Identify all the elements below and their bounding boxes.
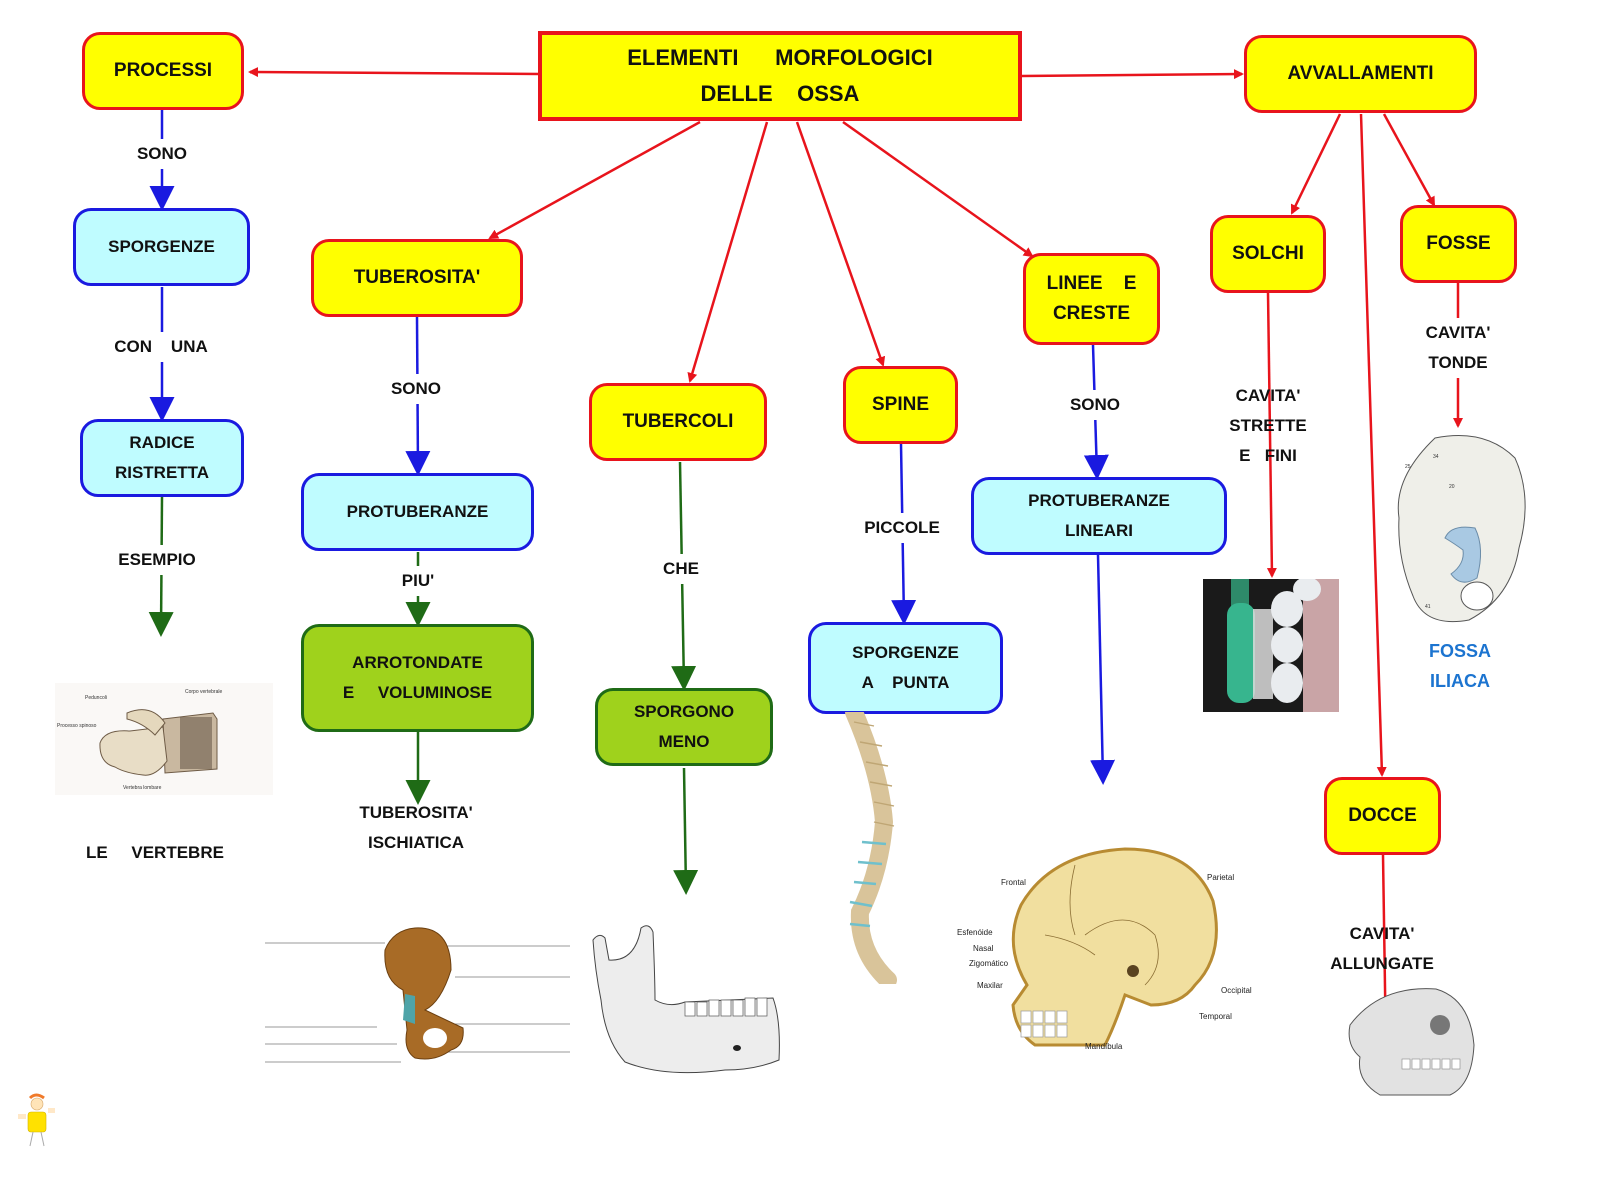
link-title-avvallamenti <box>1021 69 1244 80</box>
mandible-image <box>592 925 780 1074</box>
node-linee-label-2: CRESTE <box>1052 303 1131 324</box>
vertebra-image: Peduncoli Corpo vertebrale Processo spin… <box>55 683 273 795</box>
svg-text:Corpo vertebrale: Corpo vertebrale <box>185 689 222 695</box>
link-label-esempio: ESEMPIO <box>116 545 198 575</box>
link-label-sono: SONO <box>1067 390 1123 420</box>
svg-text:Esfenóide: Esfenóide <box>957 928 993 937</box>
node-protuberanze-lineari-label-2: LINEARI <box>1065 521 1133 540</box>
svg-text:20: 20 <box>1449 484 1455 490</box>
link-title-processi <box>248 67 541 78</box>
node-radice-ristretta[interactable]: RADICE RISTRETTA <box>80 419 244 497</box>
node-tuberosita-label: TUBEROSITA' <box>353 267 481 288</box>
node-solchi-label: SOLCHI <box>1232 243 1304 264</box>
hip-bone-image <box>265 927 570 1063</box>
node-avvallamenti[interactable]: AVVALLAMENTI <box>1244 35 1477 113</box>
link-avv-solchi <box>1290 113 1342 215</box>
node-protuberanze-label: PROTUBERANZE <box>346 502 489 521</box>
mascot-icon <box>18 1093 55 1147</box>
svg-text:Mandíbula: Mandíbula <box>1085 1042 1123 1051</box>
node-sporgenze-a-punta[interactable]: SPORGENZE A PUNTA <box>808 622 1003 714</box>
svg-text:34: 34 <box>1433 454 1439 460</box>
svg-text:41: 41 <box>1425 604 1431 610</box>
skull-image: Frontal Parietal Esfenóide Nasal Zigomát… <box>957 847 1252 1051</box>
link-title-tuberosita <box>488 120 701 240</box>
map-title[interactable]: ELEMENTI MORFOLOGICI DELLE OSSA <box>538 31 1022 121</box>
link-protuberanze-lineari-image <box>1090 554 1116 785</box>
svg-text:Vertebra lombare: Vertebra lombare <box>123 785 162 791</box>
node-radice-label-2: RISTRETTA <box>114 463 210 482</box>
node-linee-creste[interactable]: LINEE E CRESTE <box>1023 253 1160 345</box>
caption-tuberosita-ischiatica: TUBEROSITA' ISCHIATICA <box>359 803 473 852</box>
link-sporgono-image <box>673 767 699 895</box>
node-sporgono-meno[interactable]: SPORGONO MENO <box>595 688 773 766</box>
link-label-che: CHE <box>661 554 701 584</box>
node-fosse-label: FOSSE <box>1426 233 1491 254</box>
svg-text:Processo spinoso: Processo spinoso <box>57 723 97 729</box>
node-protuberanze[interactable]: PROTUBERANZE <box>301 473 534 551</box>
svg-text:Occipital: Occipital <box>1221 986 1252 995</box>
svg-text:Frontal: Frontal <box>1001 878 1026 887</box>
svg-text:25: 25 <box>1405 464 1411 470</box>
iliac-bone-image: 20 34 25 41 <box>1397 435 1526 623</box>
svg-text:Maxilar: Maxilar <box>977 981 1003 990</box>
node-arrotondate-voluminose[interactable]: ARROTONDATE E VOLUMINOSE <box>301 624 534 732</box>
svg-text:Peduncoli: Peduncoli <box>85 695 107 701</box>
svg-text:Temporal: Temporal <box>1199 1012 1232 1021</box>
node-radice-label-1: RADICE <box>129 433 195 452</box>
link-label-cavita-tonde: CAVITA' TONDE <box>1423 318 1493 378</box>
node-linee-label-1: LINEE E <box>1046 273 1137 294</box>
svg-text:Nasal: Nasal <box>973 944 994 953</box>
node-protuberanze-lineari[interactable]: PROTUBERANZE LINEARI <box>971 477 1227 555</box>
node-sporgenze-label: SPORGENZE <box>108 237 215 256</box>
link-solchi-image <box>1266 292 1277 578</box>
link-label-cavita-strette: CAVITA' STRETTE E FINI <box>1229 386 1307 465</box>
node-arrotondate-label-2: E VOLUMINOSE <box>342 683 493 702</box>
node-tuberosita[interactable]: TUBEROSITA' <box>311 239 523 317</box>
link-label-sono: SONO <box>134 139 190 169</box>
node-sporgono-label-2: MENO <box>658 732 710 751</box>
node-sporgenze-punta-label-1: SPORGENZE <box>852 643 959 662</box>
title-line-1: ELEMENTI MORFOLOGICI <box>627 45 933 70</box>
node-sporgenze[interactable]: SPORGENZE <box>73 208 250 286</box>
link-title-tubercoli <box>687 121 769 383</box>
toothbrush-image <box>1203 579 1339 712</box>
node-protuberanze-lineari-label-1: PROTUBERANZE <box>1028 491 1170 510</box>
link-label-piccole: PICCOLE <box>862 513 942 543</box>
node-arrotondate-label-1: ARROTONDATE <box>352 653 483 672</box>
node-tubercoli[interactable]: TUBERCOLI <box>589 383 767 461</box>
node-sporgono-label-1: SPORGONO <box>633 702 735 721</box>
link-avv-fosse <box>1382 113 1436 207</box>
node-tubercoli-label: TUBERCOLI <box>622 411 734 432</box>
svg-text:Zigomático: Zigomático <box>969 959 1009 968</box>
node-sporgenze-punta-label-2: A PUNTA <box>861 673 950 692</box>
link-label-sono: SONO <box>388 374 444 404</box>
node-spine-label: SPINE <box>871 394 930 415</box>
caption-le-vertebre: LE VERTEBRE <box>86 843 224 862</box>
node-avvallamenti-label: AVVALLAMENTI <box>1287 63 1434 84</box>
node-processi[interactable]: PROCESSI <box>82 32 244 110</box>
node-docce[interactable]: DOCCE <box>1324 777 1441 855</box>
link-label-piu: PIU' <box>399 566 437 596</box>
node-spine[interactable]: SPINE <box>843 366 958 444</box>
node-fosse[interactable]: FOSSE <box>1400 205 1517 283</box>
node-docce-label: DOCCE <box>1348 805 1417 826</box>
link-avv-docce <box>1359 113 1387 777</box>
spinal-column-image <box>845 712 897 984</box>
node-processi-label: PROCESSI <box>113 60 213 81</box>
link-title-linee <box>842 120 1034 258</box>
link-label-con-una: CON UNA <box>112 332 210 362</box>
skull-lateral-image <box>1348 988 1475 1096</box>
link-label-cavita-allungate: CAVITA' ALLUNGATE <box>1330 924 1434 973</box>
svg-text:Parietal: Parietal <box>1207 873 1234 882</box>
node-solchi[interactable]: SOLCHI <box>1210 215 1326 293</box>
title-line-2: DELLE OSSA <box>700 81 860 106</box>
caption-fossa-iliaca: FOSSA ILIACA <box>1428 641 1492 691</box>
link-title-spine <box>795 121 886 367</box>
